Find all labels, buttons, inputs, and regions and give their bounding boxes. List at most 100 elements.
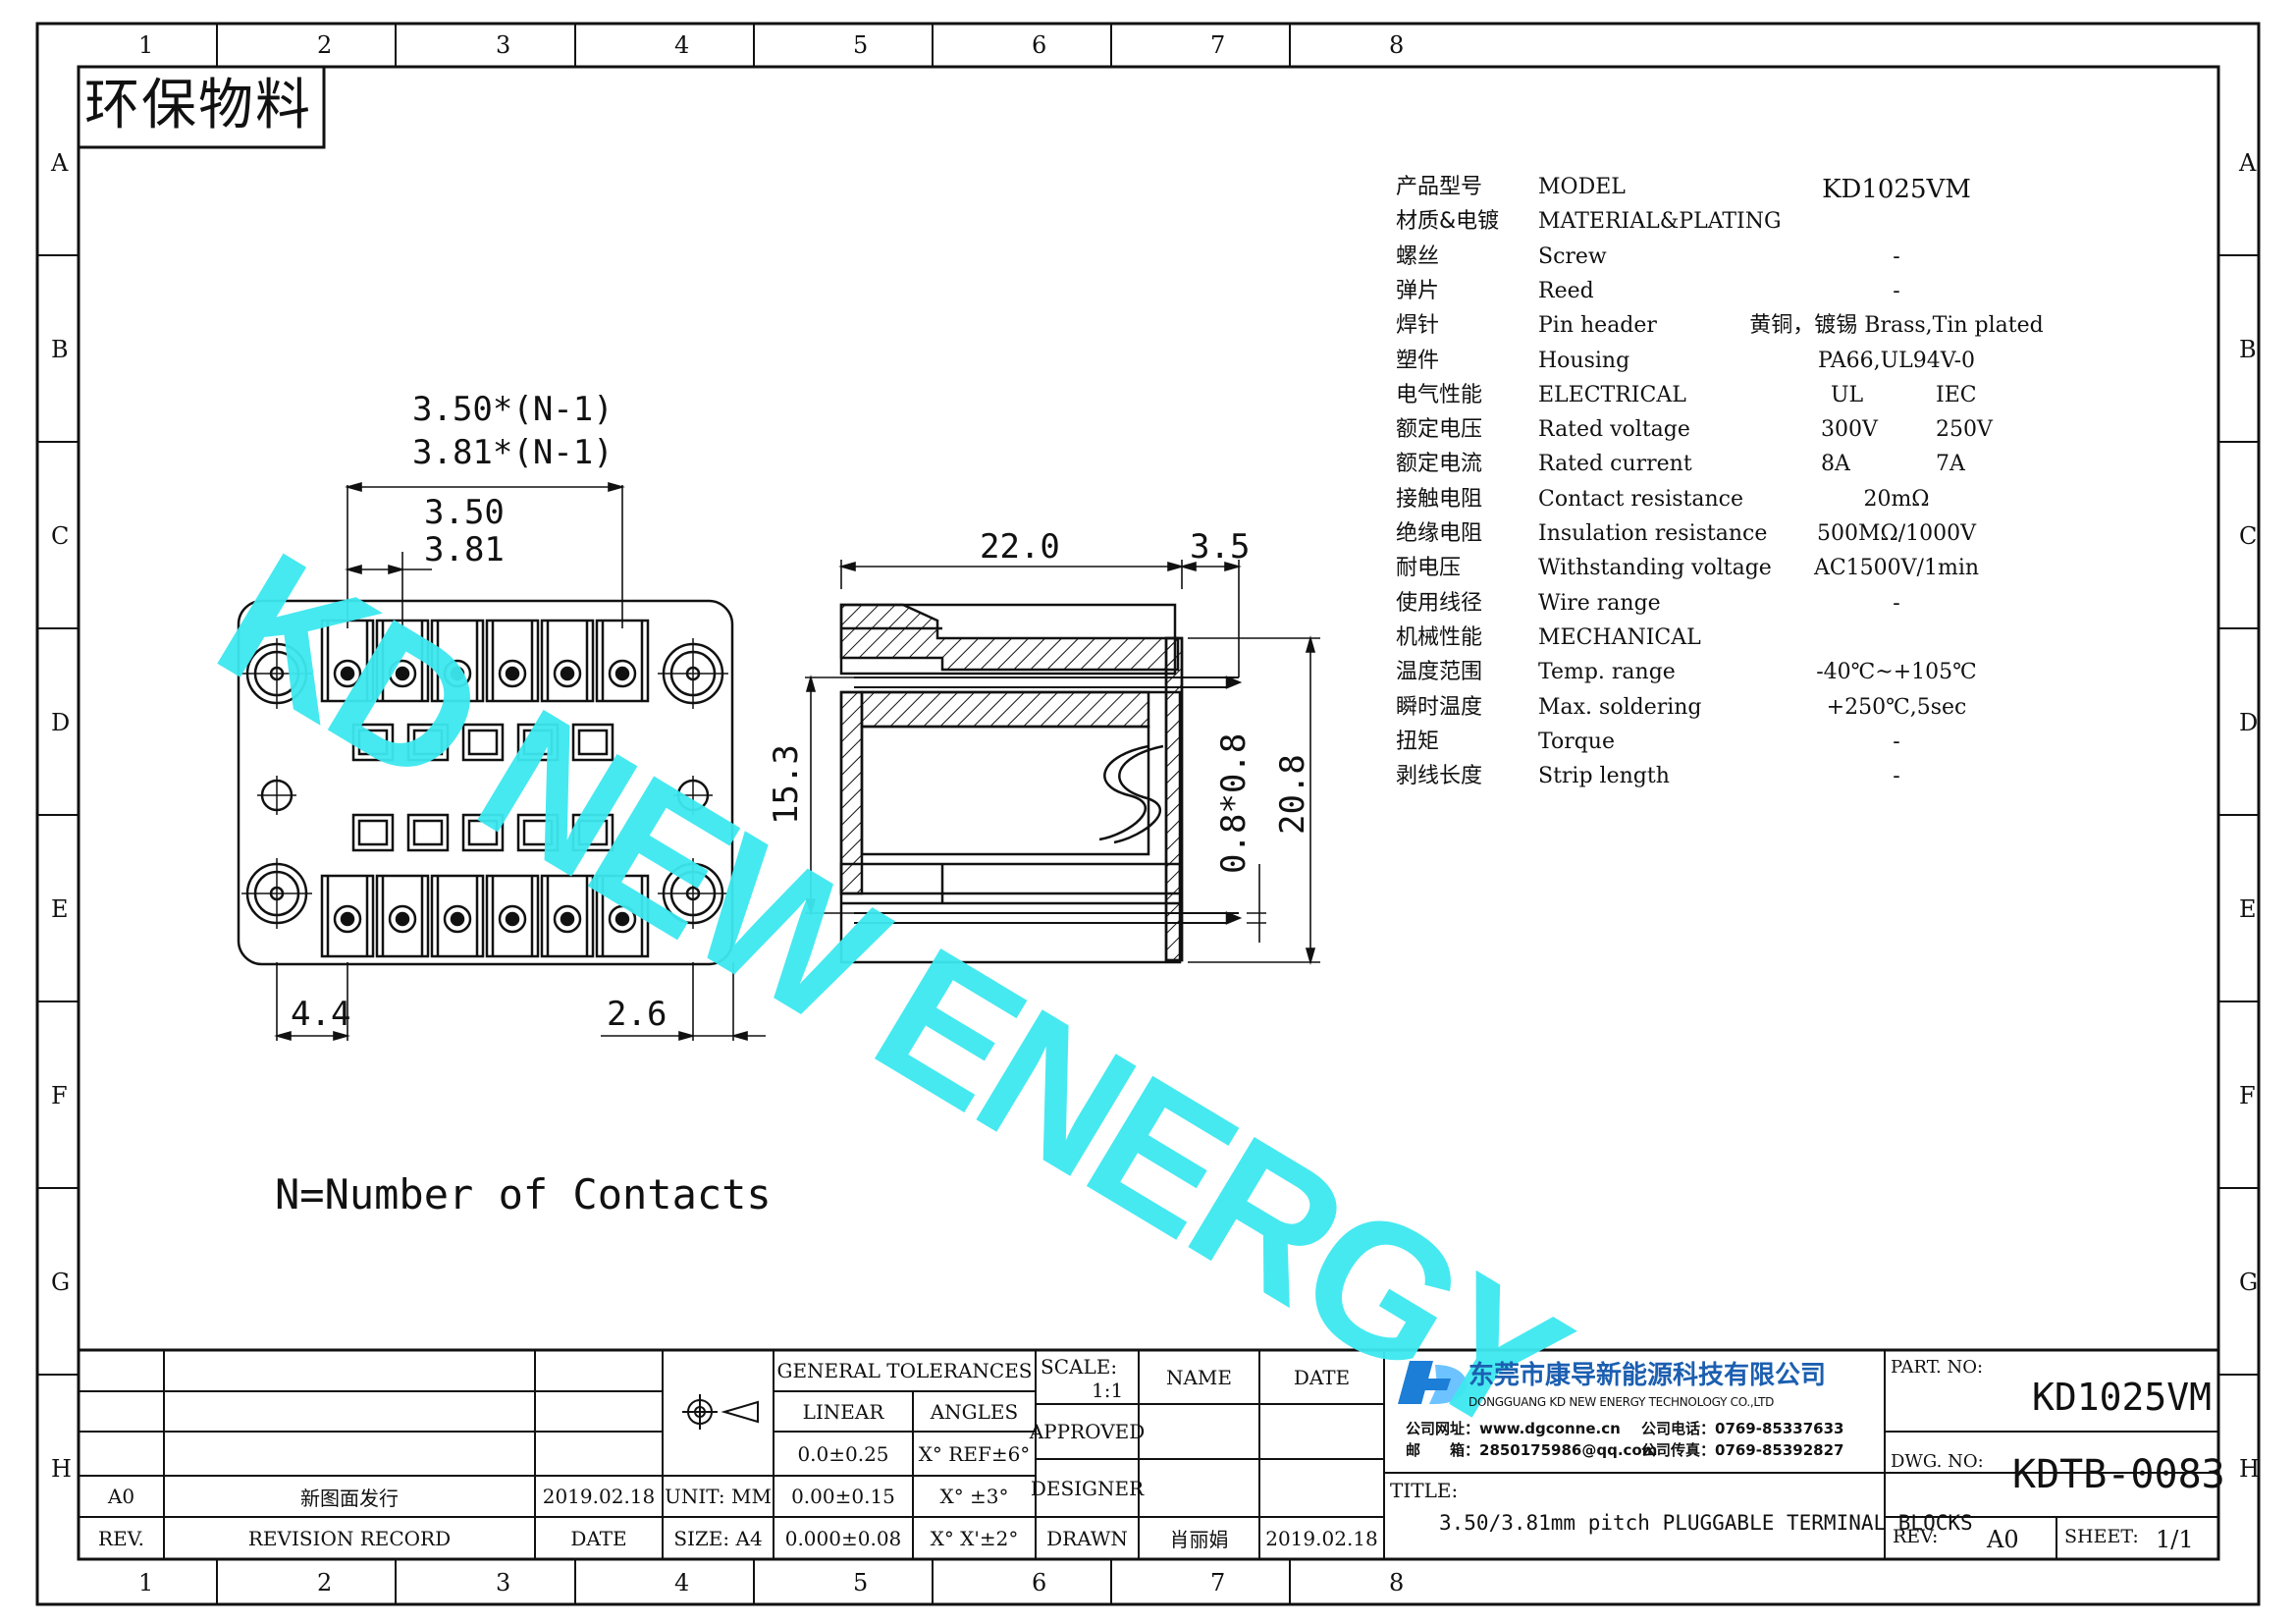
general-tolerances: GENERAL TOLERANCES (776, 1359, 1033, 1382)
spec-value-iec: 7A (1936, 452, 1965, 477)
spec-en: MATERIAL&PLATING (1538, 209, 1782, 235)
rev-label-value: A0 (1987, 1526, 2019, 1553)
dwg-no-value: KDTB-0083 (2012, 1452, 2225, 1497)
date-header: DATE (570, 1526, 627, 1550)
eco-label: 环保物料 (84, 74, 312, 137)
side-left-wall-hatch (839, 690, 864, 895)
spec-en: Reed (1538, 278, 1594, 303)
wire-window (516, 813, 560, 852)
dim-right: 2.6 (607, 995, 667, 1034)
dim-length: 22.0 (980, 527, 1060, 567)
row-label: C (2239, 522, 2258, 550)
drawn-label: DRAWN (1046, 1526, 1128, 1550)
company-fax: 公司传真：0769-85392827 (1641, 1441, 1844, 1459)
wire-window (351, 723, 395, 762)
row-label: H (2239, 1455, 2260, 1483)
dwg-no-label: DWG. NO: (1891, 1451, 1984, 1472)
rev-record-value: 新图面发行 (300, 1486, 399, 1510)
spec-value: - (1893, 764, 1900, 789)
dim-pitch-n1-b: 3.81*(N-1) (412, 433, 614, 472)
screw-hole (553, 904, 582, 934)
spec-value: - (1893, 590, 1900, 616)
company-name-en: DONGGUANG KD NEW ENERGY TECHNOLOGY CO.,L… (1468, 1395, 1775, 1409)
angle-3: X° X'±2° (930, 1526, 1019, 1550)
spec-value: 20mΩ (1863, 486, 1930, 512)
side-spring (1098, 744, 1149, 841)
company-name-cn: 东莞市康导新能源科技有限公司 (1468, 1361, 1827, 1390)
dim-pitch-b: 3.81 (424, 530, 505, 569)
wire-window (406, 723, 450, 762)
row-label: A (2239, 149, 2257, 177)
scale-label: SCALE: (1041, 1355, 1118, 1379)
spec-value: - (1893, 278, 1900, 303)
spec-value: - (1893, 729, 1900, 754)
rev-label: REV: (1893, 1526, 1939, 1547)
wire-window (516, 723, 560, 762)
row-label: A (51, 149, 69, 177)
spec-en: Withstanding voltage (1538, 556, 1772, 581)
spec-en: Contact resistance (1538, 486, 1743, 512)
part-no-value: KD1025VM (2032, 1376, 2213, 1419)
screw-hole (388, 904, 417, 934)
column-label: 3 (496, 1569, 511, 1596)
revision-record-header: REVISION RECORD (247, 1526, 452, 1550)
terminal-cell (485, 874, 540, 958)
spec-cn: 电气性能 (1396, 382, 1483, 407)
column-label: 2 (317, 31, 333, 59)
dim-height: 15.3 (767, 744, 806, 825)
title-value: 3.50/3.81mm pitch PLUGGABLE TERMINAL BLO… (1439, 1511, 1973, 1535)
spec-en: Housing (1538, 348, 1630, 373)
screw-hole (498, 904, 527, 934)
row-label: E (51, 895, 69, 923)
dim-pin: 3.5 (1190, 527, 1251, 567)
column-label: 4 (674, 31, 690, 59)
column-label: 4 (674, 1569, 690, 1596)
company-website: 公司网址：www.dgconne.cn (1406, 1420, 1621, 1437)
spec-cn: 机械性能 (1396, 624, 1483, 650)
spec-cn: 额定电压 (1396, 417, 1483, 443)
wire-window (351, 813, 395, 852)
spec-cn: 产品型号 (1396, 175, 1483, 199)
column-label: 7 (1210, 1569, 1226, 1596)
sheet-label: SHEET: (2064, 1526, 2139, 1547)
spec-cn: 额定电流 (1396, 452, 1483, 477)
spec-cn: 绝缘电阻 (1396, 521, 1483, 546)
spec-value: -40℃~+105℃ (1816, 660, 1977, 685)
spec-value: - (1893, 243, 1900, 269)
wire-window (461, 813, 505, 852)
spec-en: Torque (1538, 729, 1615, 754)
projection-symbol-icon (682, 1394, 759, 1430)
front-dimension-lines (274, 481, 766, 1042)
spec-value: AC1500V/1min (1813, 556, 1980, 581)
zone-grid-lines (37, 24, 2259, 1604)
spec-value: 8A (1821, 452, 1850, 477)
row-label: G (51, 1269, 71, 1296)
spec-cn: 弹片 (1396, 278, 1440, 303)
row-label: G (2239, 1269, 2259, 1296)
dim-pin-section: 0.8*0.8 (1214, 732, 1254, 874)
scale-value: 1:1 (1092, 1379, 1124, 1402)
terminal-cell (540, 874, 595, 958)
screw-hole (443, 659, 472, 688)
spec-en: MODEL (1538, 175, 1626, 199)
dim-left: 4.4 (291, 995, 351, 1034)
drawn-name: 肖丽娟 (1169, 1528, 1229, 1551)
column-label: 5 (853, 31, 869, 59)
side-dimension-lines (805, 560, 1320, 965)
spec-en: Screw (1538, 243, 1607, 269)
spec-cn: 材质&电镀 (1396, 209, 1500, 235)
screw-hole (608, 659, 637, 688)
screw-hole (443, 904, 472, 934)
column-label: 1 (138, 31, 154, 59)
title-label: TITLE: (1390, 1479, 1459, 1502)
drawn-date: 2019.02.18 (1265, 1526, 1378, 1550)
company-logo-icon (1398, 1361, 1468, 1404)
spec-cn: 螺丝 (1396, 243, 1440, 269)
spec-cn: 接触电阻 (1396, 486, 1483, 512)
spec-value: 300V (1821, 417, 1878, 443)
sheet-value: 1/1 (2156, 1526, 2194, 1553)
column-label: 6 (1032, 1569, 1047, 1596)
dim-pitch-n1-a: 3.50*(N-1) (412, 390, 614, 429)
spec-en: Rated voltage (1538, 417, 1690, 443)
tolerance-3: 0.000±0.08 (784, 1526, 902, 1550)
